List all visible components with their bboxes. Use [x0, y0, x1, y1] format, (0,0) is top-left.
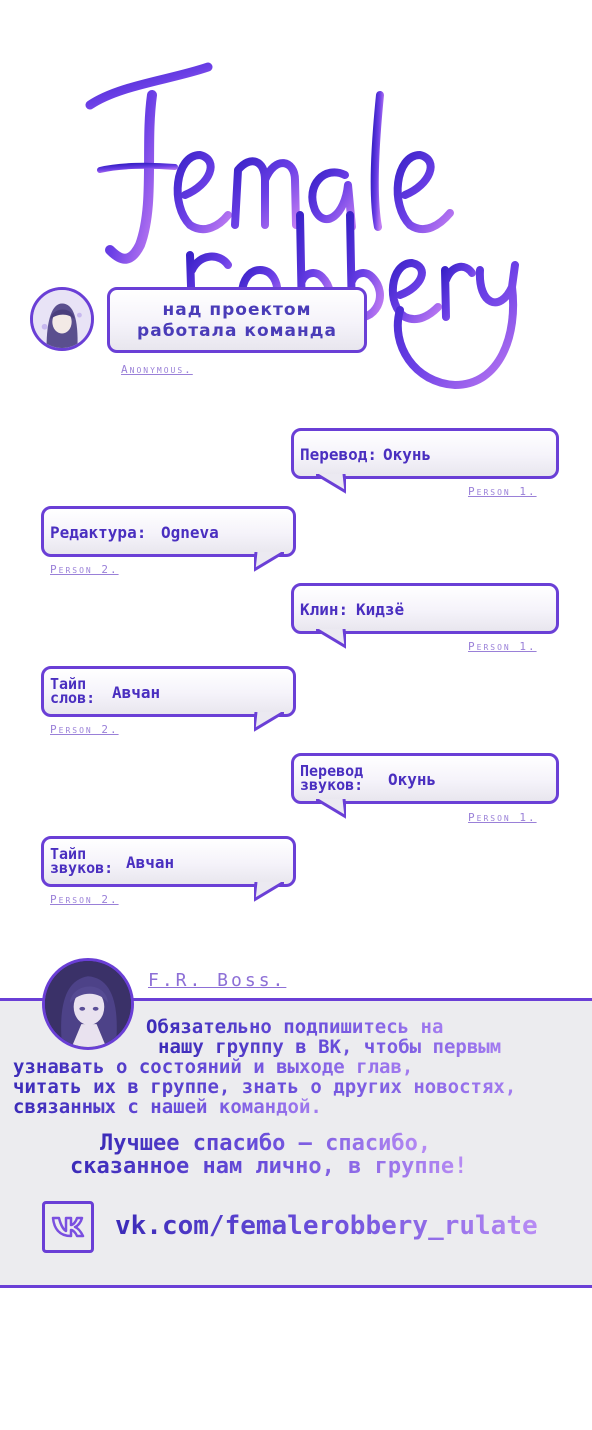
credit-bubble-editing: Редактура: Ogneva: [41, 506, 296, 572]
banner-line-2: нашу группу в ВК, чтобы первым: [158, 1036, 502, 1058]
thanks-line-2: сказанное нам лично, в группе!: [70, 1154, 468, 1179]
credit-label: Перевод: [300, 762, 364, 780]
credit-label: Тайп: [50, 675, 87, 693]
credit-bubble-cleaning: Клин: Кидзё: [291, 583, 559, 649]
credit-value: Авчан: [112, 683, 161, 702]
credit-bubble-typesetting: Тайп слов: Авчан: [41, 666, 296, 732]
credit-bubble-translation: Перевод: Окунь: [291, 428, 559, 494]
credit-bubble-sfx-typesetting: Тайп звуков: Авчан: [41, 836, 296, 902]
credit-value: Окунь: [383, 445, 432, 464]
boss-avatar: [42, 958, 134, 1050]
banner-line-3: узнавать о состояний и выходе глав,: [13, 1056, 414, 1078]
team-line-1: над проектом: [162, 300, 312, 320]
credit-label: слов:: [50, 689, 96, 707]
team-avatar: [30, 287, 94, 351]
vk-group-link[interactable]: vk.com/femalerobbery_rulate: [115, 1211, 538, 1241]
credit-value: Ogneva: [161, 523, 219, 542]
team-line-2: работала команда: [137, 321, 337, 341]
credit-person: Person 2.: [50, 893, 119, 906]
credit-person: Person 1.: [468, 811, 537, 824]
banner-line-4: читать их в группе, знать о других новос…: [13, 1076, 517, 1098]
credit-value: Окунь: [388, 770, 437, 789]
team-author: Anonymous.: [121, 363, 193, 376]
credit-person: Person 2.: [50, 563, 119, 576]
team-bubble: над проектом работала команда: [107, 287, 367, 353]
logo: Female robbery: [60, 55, 580, 425]
credit-person: Person 1.: [468, 485, 537, 498]
credit-bubble-sfx-translation: Перевод звуков: Окунь: [291, 753, 559, 819]
credit-label: звуков:: [300, 776, 364, 794]
banner-line-5: связанных с нашей командой.: [13, 1096, 322, 1118]
credit-label: Перевод:: [300, 445, 378, 464]
credit-person: Person 1.: [468, 640, 537, 653]
credit-person: Person 2.: [50, 723, 119, 736]
boss-name: F.R. Boss.: [148, 970, 287, 991]
credit-label: Клин:: [300, 600, 349, 619]
credit-value: Кидзё: [356, 600, 405, 619]
credit-label: звуков:: [50, 859, 114, 877]
vk-logo-icon[interactable]: [42, 1201, 94, 1253]
banner-line-1: Обязательно подпишитесь на: [146, 1016, 444, 1038]
thanks-line-1: Лучшее спасибо — спасибо,: [100, 1131, 432, 1156]
credit-value: Авчан: [126, 853, 175, 872]
logo-artwork: [85, 62, 519, 389]
credit-label: Тайп: [50, 845, 87, 863]
credit-label: Редактура:: [50, 523, 147, 542]
